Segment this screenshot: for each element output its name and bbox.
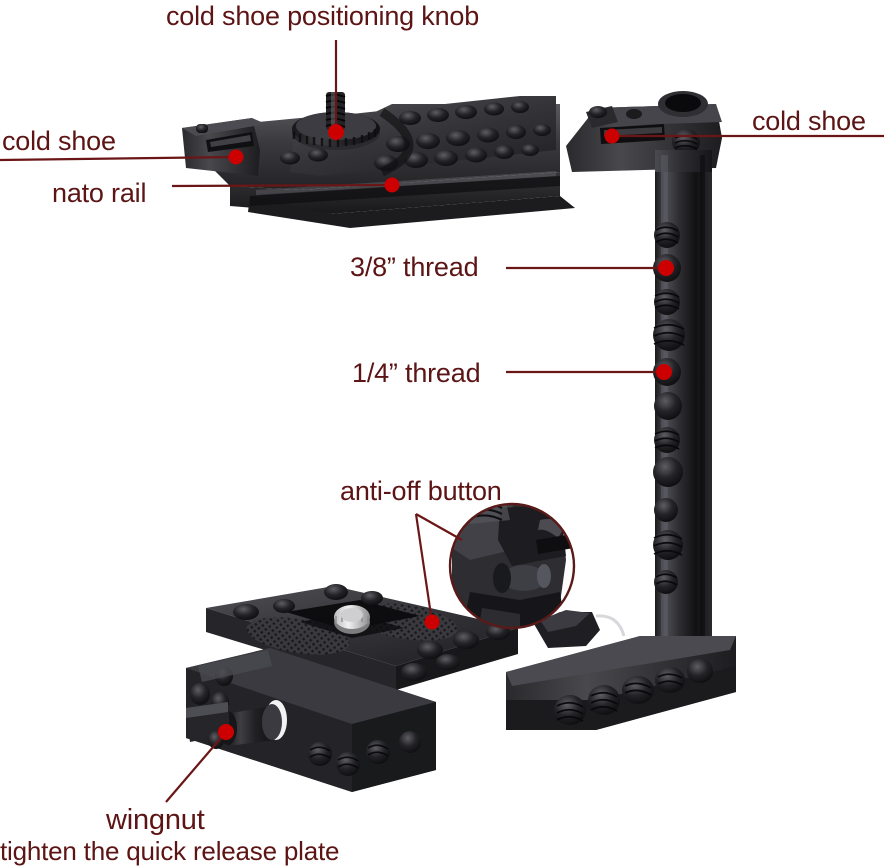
label-cold-shoe-positioning-knob: cold shoe positioning knob (166, 1, 480, 31)
base-bar-group (506, 610, 736, 730)
label-quarter-thread: 1/4” thread (352, 358, 481, 388)
label-cold-shoe-right: cold shoe (752, 106, 866, 136)
label-wingnut: wingnut (106, 804, 205, 836)
label-wingnut-subtitle: tighten the quick release plate (0, 836, 340, 866)
vertical-rod-group (653, 150, 712, 648)
anti-off-lever (534, 610, 626, 648)
label-cold-shoe-left: cold shoe (2, 126, 116, 156)
label-nato-rail: nato rail (52, 178, 147, 208)
plate-thread-holes (280, 101, 551, 171)
top-nato-plate-group (182, 92, 575, 228)
positioning-knob-post (325, 92, 346, 130)
base-thread-holes (554, 659, 713, 725)
anti-off-button-magnifier (448, 502, 576, 630)
label-three-eighths-thread: 3/8” thread (350, 252, 479, 282)
label-anti-off-button: anti-off button (340, 476, 502, 506)
center-screw (334, 605, 370, 634)
quick-release-plate-group (186, 584, 518, 792)
